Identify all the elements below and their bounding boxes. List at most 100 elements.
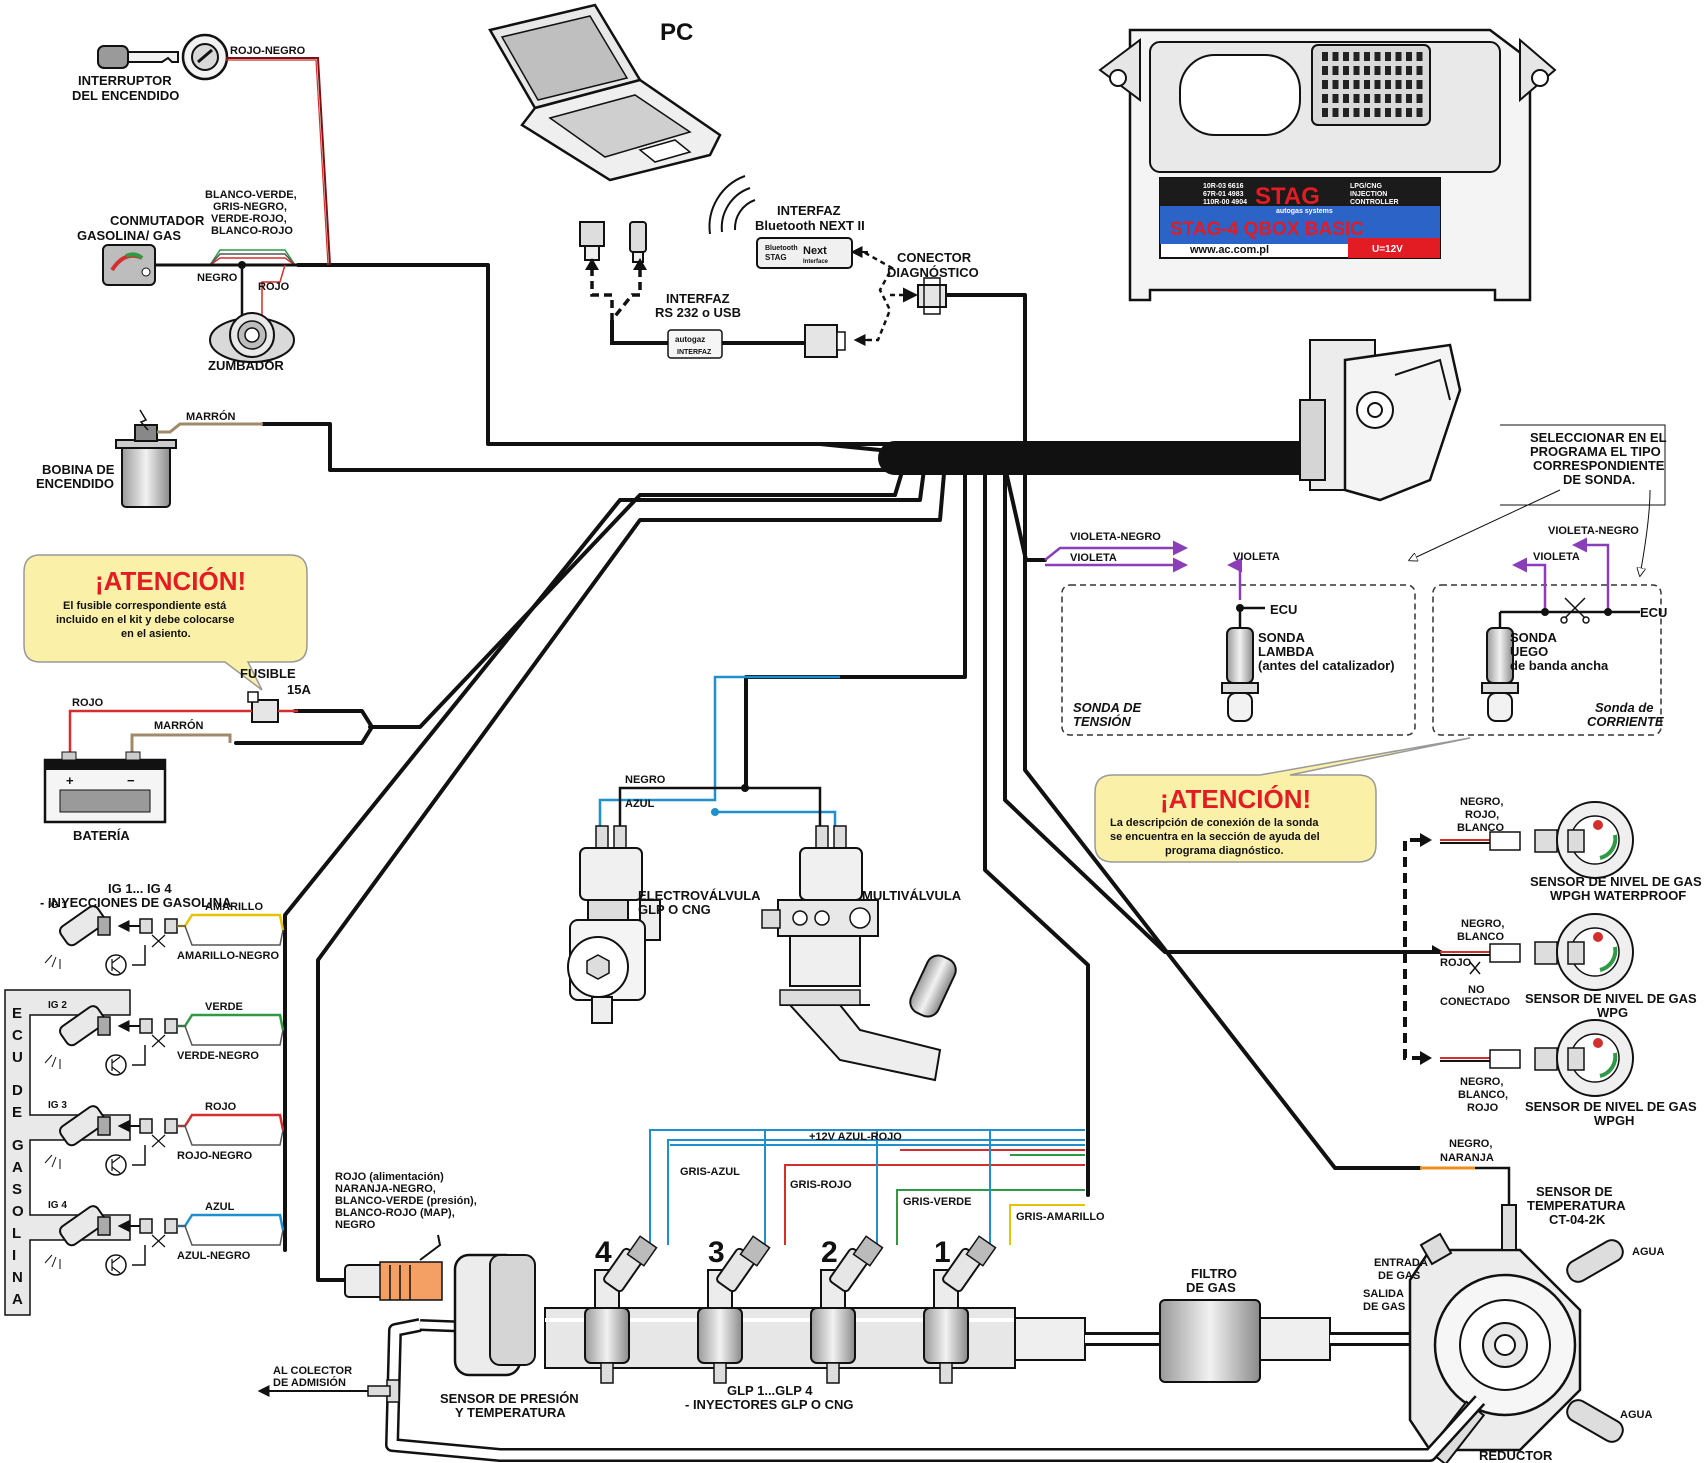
t-connector [367,1379,400,1403]
ecu-vertical-letter: D [12,1082,23,1099]
ecu-pin [1385,80,1391,89]
fuse-warning-line-1: El fusible correspondiente está [63,600,227,612]
label-inj-number-1: 1 [934,1236,951,1269]
label-ig-wire-return-1: AMARILLO-NEGRO [177,950,279,962]
ecu-pin [1322,94,1328,103]
svg-text:CORRESPONDIENTE: CORRESPONDIENTE [1533,458,1665,473]
probe-select-callout: SELECCIONAR EN EL PROGRAMA EL TIPO CORRE… [1410,424,1667,575]
label-nc-2: CONECTADO [1440,996,1511,1008]
label-rojo-buzzer: ROJO [258,281,290,293]
ecu-pin [1343,80,1349,89]
label-sensor-wires-3b: BLANCO, [1458,1089,1508,1101]
label-rs232-1: INTERFAZ [666,291,730,306]
gas-level-sensor-1 [1440,801,1634,879]
fuse-warning-callout: ¡ATENCIÓN! El fusible correspondiente es… [23,554,308,691]
label-glp-inj-1: GLP 1...GLP 4 [727,1383,813,1398]
electrovalve [567,825,661,1024]
label-buzzer: ZUMBADOR [208,358,284,373]
label-sensor-wires-1b: ROJO, [1465,809,1499,821]
label-electrovalve-2: GLP O CNG [638,902,711,917]
label-marron-coil: MARRÓN [186,410,236,423]
label-gris-azul: GRIS-AZUL [680,1166,740,1178]
gas-filter [1159,1299,1410,1383]
ecu-vertical-letter: O [12,1203,24,1220]
ecu-pin [1374,80,1381,89]
ecu-pin [1353,52,1360,61]
ecu-pin [1406,52,1412,61]
pc-title: PC [660,19,693,46]
svg-text:Interface: Interface [803,259,829,265]
label-water-1: AGUA [1632,1246,1664,1258]
cross-icon [1469,961,1481,975]
label-rojo-negro: ROJO-NEGRO [230,45,306,57]
label-ig-wire-return-2: VERDE-NEGRO [177,1050,259,1062]
label-temp-sensor-2: TEMPERATURA [1527,1198,1626,1213]
label-marron-battery: MARRÓN [154,719,204,732]
ecu-pin [1322,52,1328,61]
ecu-pin [1364,66,1370,75]
label-ignition-switch-2: DEL ENCENDIDO [72,88,179,103]
label-ig-wire-1: AMARILLO [205,901,263,913]
ecu-unit: STAG autogas systems STAG-4 QBOX BASIC 1… [1098,28,1557,302]
label-inj-number-2: 2 [821,1236,838,1269]
scissors-icon [1560,597,1590,624]
ignition-key-icon [97,45,179,69]
label-sensor-2a: SENSOR DE NIVEL DE GAS [1525,991,1697,1006]
label-petrol-inj-1: IG 1... IG 4 [108,881,172,896]
ecu-pin [1416,80,1423,89]
label-nc-1: NO [1468,984,1485,996]
label-switch-wires-3: VERDE-ROJO, [211,213,287,225]
ecu-pin [1416,94,1423,103]
gas-injector-3: 3 [697,1235,771,1384]
gas-level-sensor-2 [1440,913,1634,991]
label-map-wires-3: BLANCO-VERDE (presión), [335,1195,477,1207]
label-violeta-negro-uego: VIOLETA-NEGRO [1548,525,1639,537]
svg-text:DE SONDA.: DE SONDA. [1563,472,1635,487]
gas-injector-1: 1 [923,1235,997,1384]
ecu-pins [1322,52,1423,117]
svg-text:SELECCIONAR EN EL: SELECCIONAR EN EL [1530,430,1667,445]
label-uego-3: de banda ancha [1510,658,1609,673]
ecu-vertical-letter: A [12,1291,23,1308]
ecu-pin [1332,108,1339,117]
label-voltage-probe-1: SONDA DE [1073,700,1141,715]
label-sensor-wires-1c: BLANCO [1457,822,1504,834]
label-ig-1: IG 1 [48,900,67,911]
ecu-pin [1353,66,1360,75]
current-probe-box [1432,584,1662,736]
label-voltage-probe-2: TENSIÓN [1073,714,1131,729]
label-ignition-switch-1: INTERRUPTOR [78,73,172,88]
label-gris-verde: GRIS-VERDE [903,1196,971,1208]
svg-text:−: − [127,773,135,788]
ecu-pin [1395,66,1402,75]
label-water-2: AGUA [1620,1409,1652,1421]
ecu-pin [1343,52,1349,61]
label-ig-wire-return-4: AZUL-NEGRO [177,1250,251,1262]
ecu-pin [1406,80,1412,89]
ecu-approval-3: 110R-00 4904 [1203,199,1247,206]
ecu-pin [1416,52,1423,61]
ignition-switch [181,33,229,81]
label-map-wires-2: NARANJA-NEGRO, [335,1183,436,1195]
ecu-vertical-letter: C [12,1027,23,1044]
fuse [247,691,279,723]
label-rojo-nc: ROJO [1440,957,1472,969]
probe-warning-line-3: programa diagnóstico. [1165,845,1284,857]
label-current-probe-1: Sonda de [1595,700,1654,715]
ecu-approval-2: 67R-01 4983 [1203,191,1244,198]
label-multivalve: MULTIVÁLVULA [862,888,962,903]
label-commutator-1: CONMUTADOR [110,213,205,228]
buzzer [209,312,295,363]
ecu-vertical-letter: U [12,1049,23,1066]
label-map-wires-1: ROJO (alimentación) [335,1171,444,1183]
ecu-brand: STAG [1255,183,1320,210]
probe-warning-callout: ¡ATENCIÓN! La descripción de conexión de… [1094,737,1471,863]
label-diag-1: CONECTOR [897,250,972,265]
gas-injector-2: 2 [810,1235,884,1384]
ecu-pin [1395,94,1402,103]
